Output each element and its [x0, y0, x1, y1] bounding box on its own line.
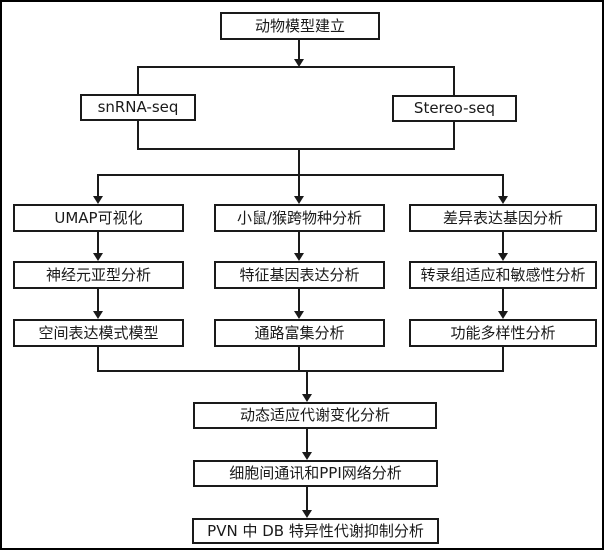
- connector-merge-down: [306, 370, 308, 395]
- node-cell-communication-ppi: 细胞间通讯和PPI网络分析: [193, 460, 438, 487]
- connector-split-sequencing: [137, 66, 455, 68]
- connector-snrna-out: [137, 121, 139, 150]
- node-transcriptome-adaptation: 转录组适应和敏感性分析: [409, 261, 597, 289]
- node-snrna-seq: snRNA-seq: [80, 94, 196, 121]
- connector-center-down: [298, 148, 300, 196]
- connector-left-branch: [97, 174, 99, 196]
- connector-to-snrna: [137, 66, 139, 94]
- connector-right-r2-r3: [502, 289, 504, 312]
- connector-merge-sequencing: [137, 148, 455, 150]
- node-pathway-enrichment: 通路富集分析: [214, 319, 385, 347]
- node-neuron-subtype-analysis: 神经元亚型分析: [13, 261, 184, 289]
- connector-right-branch: [502, 174, 504, 196]
- arrowhead-down-icon: [93, 311, 103, 319]
- arrowhead-down-icon: [302, 510, 312, 518]
- arrowhead-down-icon: [93, 196, 103, 204]
- node-pvn-db-metabolic-inhibition: PVN 中 DB 特异性代谢抑制分析: [192, 518, 439, 544]
- connector-bottom2-bottom3: [306, 487, 308, 511]
- connector-left-r2-r3: [97, 289, 99, 312]
- node-animal-model: 动物模型建立: [220, 12, 380, 40]
- node-cross-species-analysis: 小鼠/猴跨物种分析: [214, 204, 385, 232]
- arrowhead-down-icon: [294, 196, 304, 204]
- connector-mid-r2-r3: [298, 289, 300, 312]
- connector-merge-columns: [97, 370, 504, 372]
- node-feature-gene-expression: 特征基因表达分析: [214, 261, 385, 289]
- arrowhead-down-icon: [302, 452, 312, 460]
- node-dynamic-metabolic-change: 动态适应代谢变化分析: [193, 402, 437, 429]
- connector-stereo-out: [453, 122, 455, 150]
- connector-left-r1-r2: [97, 232, 99, 254]
- arrowhead-down-icon: [498, 196, 508, 204]
- node-umap-visualization: UMAP可视化: [13, 204, 184, 232]
- node-spatial-expression-model: 空间表达模式模型: [13, 319, 184, 347]
- node-functional-diversity: 功能多样性分析: [409, 319, 597, 347]
- connector-mid-r3-out: [298, 347, 300, 372]
- connector-left-r3-out: [97, 347, 99, 372]
- connector-right-r3-out: [502, 347, 504, 372]
- connector-root-down: [298, 40, 300, 60]
- node-stereo-seq: Stereo-seq: [392, 95, 517, 122]
- connector-bottom1-bottom2: [306, 429, 308, 453]
- node-deg-analysis: 差异表达基因分析: [409, 204, 597, 232]
- connector-right-r1-r2: [502, 232, 504, 254]
- arrowhead-down-icon: [294, 253, 304, 261]
- arrowhead-down-icon: [302, 394, 312, 402]
- arrowhead-down-icon: [294, 59, 304, 67]
- arrowhead-down-icon: [498, 253, 508, 261]
- arrowhead-down-icon: [93, 253, 103, 261]
- connector-to-stereo: [453, 66, 455, 95]
- arrowhead-down-icon: [294, 311, 304, 319]
- arrowhead-down-icon: [498, 311, 508, 319]
- connector-split-columns: [97, 174, 504, 176]
- connector-mid-r1-r2: [298, 232, 300, 254]
